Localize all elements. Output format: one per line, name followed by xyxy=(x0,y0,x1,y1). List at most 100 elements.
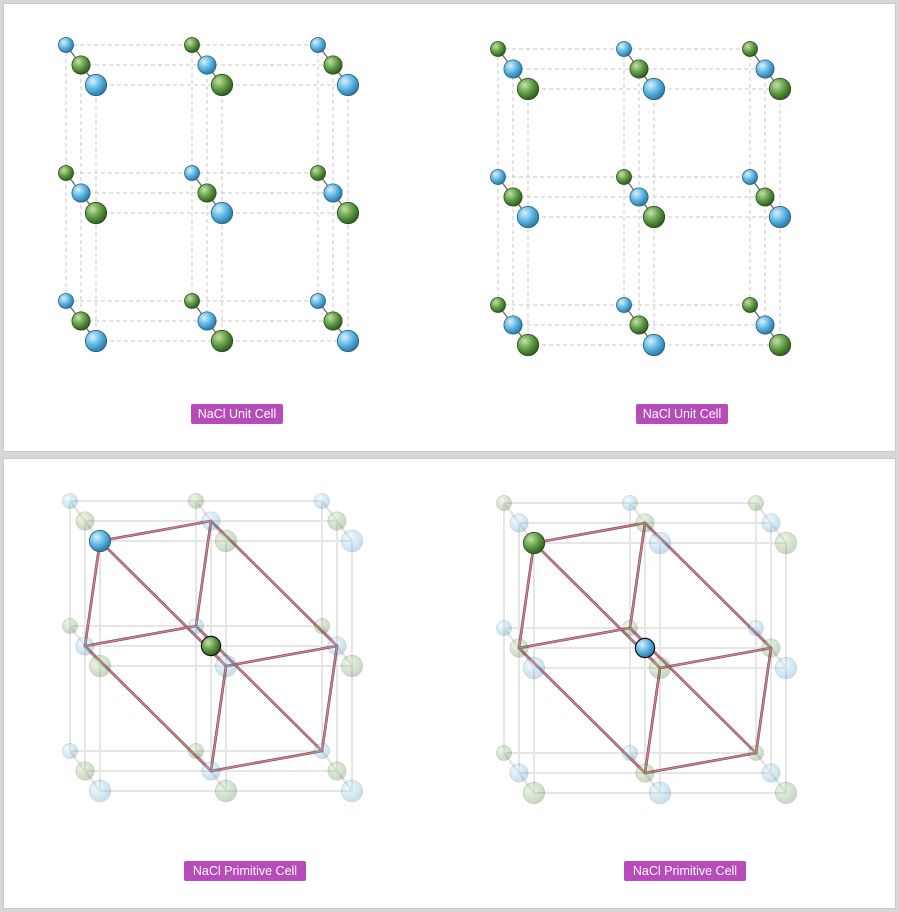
sodium-ion xyxy=(197,311,217,331)
chloride-ion xyxy=(210,73,234,97)
sodium-ion xyxy=(768,205,792,229)
ion-group xyxy=(496,495,798,805)
chloride-ion xyxy=(188,743,204,759)
chloride-ion xyxy=(71,311,91,331)
unit-cell-diagram-right xyxy=(490,41,792,357)
chloride-ion xyxy=(642,205,666,229)
sodium-ion xyxy=(214,654,238,678)
sodium-ion xyxy=(648,781,672,805)
ion-group xyxy=(490,41,792,357)
chloride-ion xyxy=(616,169,632,185)
sodium-ion xyxy=(58,293,74,309)
chloride-ion xyxy=(635,513,655,533)
chloride-ion xyxy=(197,183,217,203)
primitive-edge-highlight xyxy=(644,752,757,774)
chloride-ion xyxy=(761,638,781,658)
chloride-ion xyxy=(742,41,758,57)
chloride-ion xyxy=(516,77,540,101)
sodium-ion xyxy=(327,636,347,656)
unit-cell-panel: NaCl Unit Cell NaCl Unit Cell xyxy=(3,3,896,452)
sodium-ion xyxy=(84,329,108,353)
sodium-ion xyxy=(58,37,74,53)
chloride-ion xyxy=(314,618,330,634)
chloride-ion xyxy=(210,329,234,353)
primitive-edge-highlight xyxy=(755,647,772,754)
sodium-ion xyxy=(84,73,108,97)
chloride-ion xyxy=(748,495,764,511)
sodium-ion xyxy=(310,37,326,53)
primitive-cell-panel: NaCl Primitive Cell NaCl Primitive Cell xyxy=(3,458,896,909)
chloride-ion xyxy=(184,293,200,309)
primitive-cell-label-left: NaCl Primitive Cell xyxy=(184,861,306,881)
primitive-edge-highlight xyxy=(644,667,661,774)
sodium-ion xyxy=(622,495,638,511)
chloride-ion xyxy=(635,763,655,783)
sodium-ion xyxy=(490,169,506,185)
sodium-ion xyxy=(184,165,200,181)
primitive-edge-highlight xyxy=(533,522,646,544)
sodium-ion xyxy=(62,743,78,759)
sodium-ion xyxy=(774,656,798,680)
sodium-ion xyxy=(62,493,78,509)
ion-group xyxy=(58,37,360,353)
sodium-ion xyxy=(755,315,775,335)
primitive-edge-highlight xyxy=(210,750,323,772)
sodium-ion xyxy=(210,201,234,225)
chloride-ion xyxy=(58,165,74,181)
chloride-ion xyxy=(622,620,638,636)
chloride-ion xyxy=(84,201,108,225)
primitive-edge-highlight xyxy=(518,627,631,649)
chloride-ion xyxy=(768,333,792,357)
primitive-edge-highlight xyxy=(629,522,646,629)
chloride-ion xyxy=(71,55,91,75)
basis-sodium-ion xyxy=(634,637,656,659)
basis-chloride-ion xyxy=(200,635,222,657)
primitive-edge-highlight xyxy=(84,540,101,647)
sodium-ion xyxy=(516,205,540,229)
ion-group xyxy=(62,493,364,803)
chloride-ion xyxy=(75,511,95,531)
chloride-ion xyxy=(516,333,540,357)
sodium-ion xyxy=(314,743,330,759)
sodium-ion xyxy=(323,183,343,203)
sodium-ion xyxy=(616,41,632,57)
chloride-ion xyxy=(327,761,347,781)
primitive-edge-highlight xyxy=(659,647,772,669)
unit-cell-label-left: NaCl Unit Cell xyxy=(191,404,283,424)
chloride-ion xyxy=(214,779,238,803)
sodium-ion xyxy=(88,779,112,803)
sodium-ion xyxy=(761,763,781,783)
sodium-ion xyxy=(188,618,204,634)
chloride-ion xyxy=(748,745,764,761)
primitive-edge-highlight xyxy=(99,520,212,542)
sodium-ion xyxy=(496,620,512,636)
chloride-ion xyxy=(490,41,506,57)
sodium-ion xyxy=(755,59,775,79)
sodium-ion xyxy=(88,529,112,553)
sodium-ion xyxy=(748,620,764,636)
sodium-ion xyxy=(616,297,632,313)
primitive-edge-highlight xyxy=(84,625,197,647)
chloride-ion xyxy=(88,654,112,678)
sodium-ion xyxy=(197,55,217,75)
chloride-ion xyxy=(503,187,523,207)
sodium-ion xyxy=(629,187,649,207)
sodium-ion xyxy=(642,333,666,357)
chloride-ion xyxy=(509,638,529,658)
sodium-ion xyxy=(761,513,781,533)
sodium-ion xyxy=(522,656,546,680)
unit-cell-diagram-left xyxy=(58,37,360,353)
sodium-ion xyxy=(201,761,221,781)
chloride-ion xyxy=(340,654,364,678)
primitive-edge-highlight xyxy=(225,645,338,667)
sodium-ion xyxy=(314,493,330,509)
sodium-ion xyxy=(336,73,360,97)
primitive-edge-highlight xyxy=(518,542,535,649)
sodium-ion xyxy=(503,315,523,335)
primitive-cell-label-right: NaCl Primitive Cell xyxy=(624,861,746,881)
chloride-ion xyxy=(496,745,512,761)
sodium-ion xyxy=(648,531,672,555)
primitive-cell-diagram-left xyxy=(62,493,364,803)
primitive-edge-highlight xyxy=(210,665,227,772)
primitive-cell-diagram-right xyxy=(496,495,798,805)
